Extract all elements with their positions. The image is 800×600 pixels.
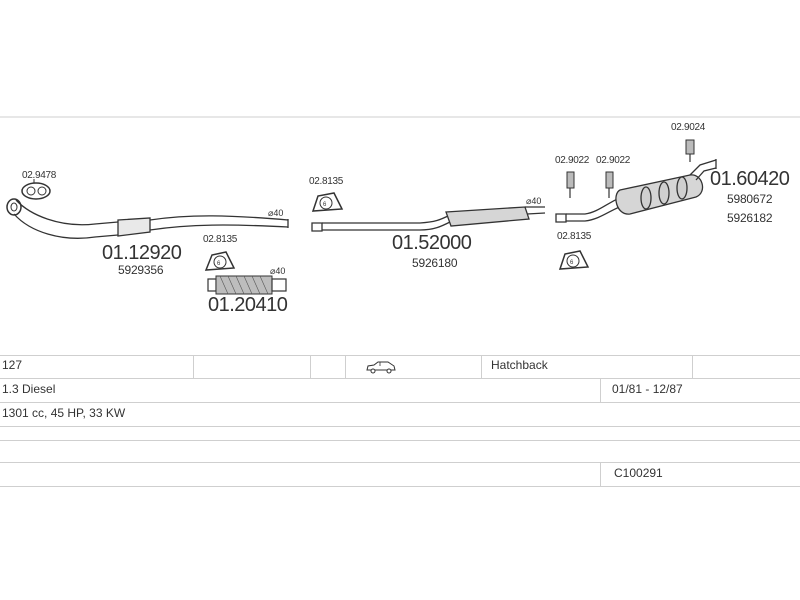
flex-pipe-shape [207,275,287,295]
clamp-left-icon: 6 [204,251,236,271]
front-pipe-diameter: ⌀40 [268,208,284,218]
rubber-mount-icon-2 [605,171,614,198]
table-column-divider [600,462,601,486]
table-row-separator [0,426,800,427]
table-row-separator [0,402,800,403]
mount-part-number: 02.9024 [671,122,706,133]
front-clamp-icon [21,179,51,200]
front-pipe-part-number: 01.12920 [102,242,182,264]
front-pipe-shape [13,199,289,239]
vehicle-years: 01/81 - 12/87 [612,382,683,396]
clamp-part-number: 02.8135 [203,234,238,245]
rear-silencer-oe-number: 5926182 [727,211,773,225]
table-row-separator [0,355,800,356]
clamp-part-number: 02.8135 [309,176,344,187]
table-row-separator [0,440,800,441]
rear-silencer-part-number: 01.60420 [710,168,790,190]
hatchback-car-icon [366,361,396,374]
vehicle-engine: 1.3 Diesel [2,382,56,396]
clamp-middle-icon: 6 [311,192,344,212]
vehicle-body-type: Hatchback [491,358,548,372]
middle-silencer-part-number: 01.52000 [392,232,472,254]
middle-silencer-shape [311,206,546,232]
clamp-part-number: 02.8135 [557,231,592,242]
table-column-divider [193,355,194,378]
vehicle-specs: 1301 cc, 45 HP, 33 KW [2,406,126,420]
svg-text:6: 6 [570,260,574,266]
middle-silencer-diameter: ⌀40 [526,196,542,206]
clamp-part-number: 02.9478 [22,170,57,181]
rubber-mount-icon-1 [566,171,575,198]
svg-text:6: 6 [217,261,221,267]
table-column-divider [345,355,346,378]
rear-silencer-oe-number: 5980672 [727,192,773,206]
front-flange-icon [6,198,22,216]
table-column-divider [692,355,693,378]
table-row-separator [0,486,800,487]
flex-pipe-part-number: 01.20410 [208,294,288,316]
catalog-code: C100291 [614,466,663,480]
flex-pipe-diameter: ⌀40 [270,266,286,276]
rear-silencer-shape [555,159,717,223]
table-column-divider [481,355,482,378]
table-row-separator [0,462,800,463]
table-row-separator [0,378,800,379]
front-pipe-oe-number: 5929356 [118,263,164,277]
mount-part-number: 02.9022 [555,155,590,166]
table-column-divider [600,378,601,402]
clamp-right-icon: 6 [558,250,590,270]
mount-part-number: 02.9022 [596,155,631,166]
vehicle-model: 127 [2,358,23,372]
svg-text:6: 6 [323,202,327,208]
table-column-divider [310,355,311,378]
rubber-mount-icon-3 [685,139,695,162]
middle-silencer-oe-number: 5926180 [412,256,458,270]
